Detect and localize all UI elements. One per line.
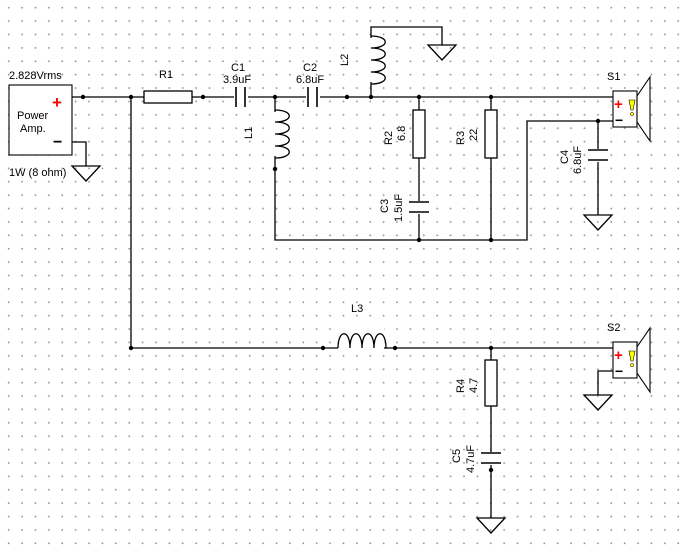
junction-dot — [488, 94, 494, 100]
c4-label: C4 — [559, 150, 571, 164]
speaker-s1[interactable]: + − — [612, 75, 651, 143]
r1-label: R1 — [159, 69, 173, 81]
ground-icon — [582, 394, 614, 411]
junction-dot — [272, 166, 278, 172]
wire-source-ground — [72, 141, 87, 166]
s1-minus-sign: − — [615, 112, 623, 128]
resistor-r3[interactable] — [484, 109, 498, 159]
r4-label: R4 — [455, 379, 467, 393]
junction-dot — [595, 118, 601, 124]
wire-return-bus — [274, 97, 613, 241]
s2-cone-icon — [628, 350, 636, 362]
s2-plus-sign: + — [614, 347, 623, 364]
r2-value: 6.8 — [396, 126, 408, 141]
capacitor-c1[interactable] — [234, 87, 248, 107]
r4-value: 4.7 — [468, 378, 480, 393]
junction-dot — [80, 94, 86, 100]
resistor-r4[interactable] — [484, 359, 498, 407]
power-amp-source[interactable]: Power Amp. + − — [8, 84, 73, 156]
speaker-s2[interactable]: + − — [612, 326, 651, 394]
resistor-r1[interactable] — [143, 90, 193, 104]
junction-dot — [416, 237, 422, 243]
ground-icon — [70, 165, 102, 182]
junction-dot — [488, 467, 494, 473]
capacitor-c4[interactable] — [588, 149, 608, 162]
source-voltage-label: 2.828Vrms — [9, 70, 62, 82]
r2-label: R2 — [383, 131, 395, 145]
c2-label: C2 — [303, 62, 317, 74]
junction-dot — [128, 345, 134, 351]
l2-label: L2 — [339, 54, 351, 66]
junction-dot — [128, 94, 134, 100]
c5-label: C5 — [451, 449, 463, 463]
capacitor-c2[interactable] — [306, 87, 320, 107]
junction-dot — [368, 94, 374, 100]
junction-dot — [320, 345, 326, 351]
wire-s2-ground — [597, 370, 613, 395]
junction-dot — [200, 94, 206, 100]
source-name-line2: Amp. — [20, 123, 46, 135]
l1-label: L1 — [243, 127, 255, 139]
c3-value: 1.5uF — [393, 194, 405, 222]
junction-dot — [392, 345, 398, 351]
junction-dot — [488, 345, 494, 351]
ground-icon — [426, 44, 458, 61]
s2-label: S2 — [607, 322, 620, 334]
source-plus-sign: + — [52, 93, 62, 112]
source-power-label: 1W (8 ohm) — [9, 167, 66, 179]
capacitor-c5[interactable] — [481, 452, 501, 465]
resistor-r2[interactable] — [412, 109, 426, 159]
ground-icon — [475, 517, 507, 534]
junction-dot — [272, 94, 278, 100]
ground-icon — [582, 214, 614, 231]
r3-label: R3 — [455, 131, 467, 145]
s1-cone-icon — [628, 99, 636, 111]
junctions — [80, 94, 601, 473]
source-minus-sign: − — [53, 134, 62, 151]
c3-label: C3 — [379, 199, 391, 213]
r3-value: 22 — [468, 129, 480, 141]
s1-label: S1 — [607, 71, 620, 83]
inductor-l2[interactable] — [366, 35, 388, 85]
l3-label: L3 — [351, 303, 363, 315]
c1-value: 3.9uF — [223, 74, 251, 86]
c1-label: C1 — [231, 62, 245, 74]
c4-value: 6.8uF — [572, 146, 584, 174]
s1-plus-sign: + — [614, 96, 623, 113]
c5-value: 4.7uF — [465, 445, 477, 473]
capacitor-c3[interactable] — [409, 201, 429, 214]
junction-dot — [488, 237, 494, 243]
junction-dot — [344, 94, 350, 100]
junction-dot — [416, 94, 422, 100]
source-name-line1: Power — [17, 110, 49, 122]
c2-value: 6.8uF — [296, 74, 324, 86]
inductor-l3[interactable] — [337, 328, 387, 350]
s2-minus-sign: − — [615, 363, 623, 379]
inductor-l1[interactable] — [270, 109, 292, 159]
